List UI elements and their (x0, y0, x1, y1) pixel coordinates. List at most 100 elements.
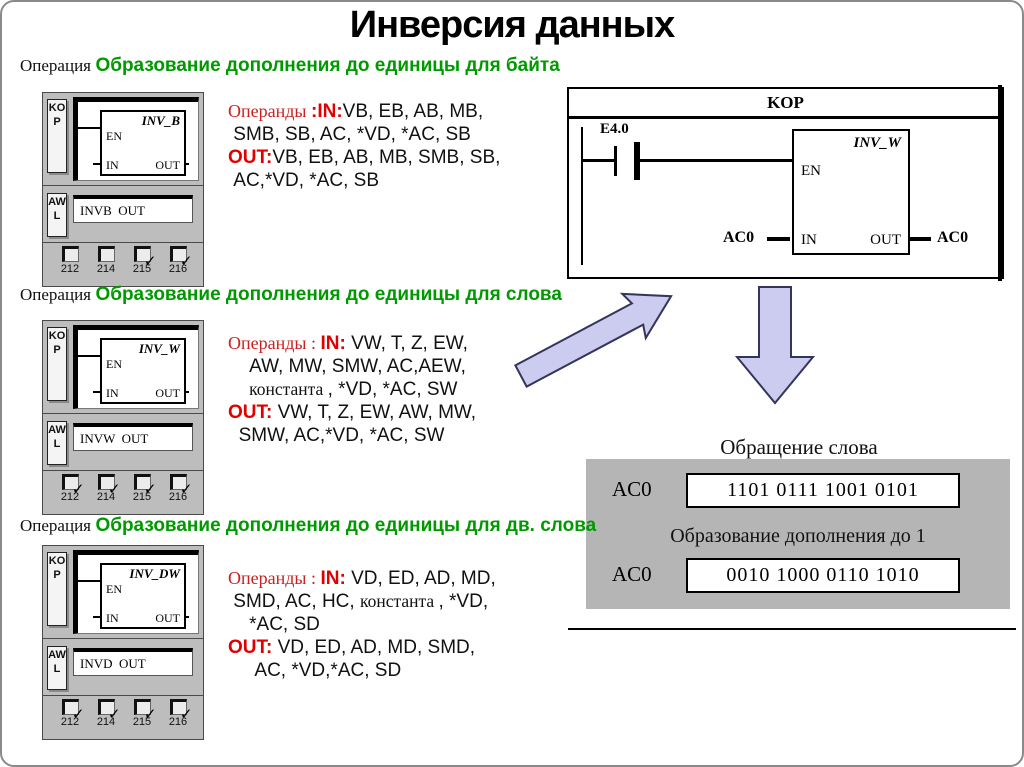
operand-text-segment: OUT (228, 402, 266, 423)
operand-text-segment: VW, T, Z, EW, AW, MW, SMW, AC,*VD, *AC, … (238, 402, 477, 446)
en-wire (78, 355, 100, 357)
contact-bar-right (634, 142, 640, 180)
awl-instruction: INVB OUT (73, 195, 193, 223)
cpu-212: ✓ 212 (55, 246, 85, 286)
ladder-header: KOP (569, 89, 1002, 119)
cpu-214: ✓ 214 (91, 474, 121, 514)
complement-caption: Образование дополнения до 1 (670, 525, 926, 547)
kop-canvas: INV_W EN IN OUT (73, 325, 199, 409)
out-label: OUT (155, 386, 180, 400)
cpu-212: ✓ 212 (55, 474, 85, 514)
wire-segment (640, 159, 792, 162)
kop-tab: KOP (47, 552, 67, 626)
section-1-heading: Операция Образование дополнения до едини… (20, 55, 560, 77)
operation-label: Операция (20, 56, 91, 75)
check-icon: ✓ (71, 706, 85, 723)
instruction-block: INV_B EN IN OUT (100, 110, 186, 176)
checkbox: ✓ (133, 699, 157, 723)
memory-row-after: AC0 0010 1000 0110 1010 (586, 558, 1010, 593)
in-operand: AC0 (723, 229, 755, 246)
in-label: IN (106, 386, 119, 400)
section-2-heading: Операция Образование дополнения до едини… (20, 284, 562, 306)
cpu-number: 216 (168, 491, 188, 503)
awl-tab: AWL (47, 421, 67, 465)
awl-row: AWL INVW OUT (43, 414, 203, 471)
ladder-network: E4.0 INV_W EN IN OUT AC0 AC0 (569, 119, 1002, 275)
operand-text-segment: IN (320, 568, 340, 589)
check-icon: ✓ (143, 706, 157, 723)
checkbox: ✓ (169, 699, 193, 723)
checkbox: ✓ (97, 246, 115, 262)
in-label: IN (106, 158, 119, 172)
cpu-214: ✓ 214 (91, 699, 121, 739)
operand-text-segment: OUT: (228, 147, 273, 168)
operand-text-segment: :IN: (311, 101, 343, 122)
check-icon: ✓ (179, 706, 193, 723)
operands-word: Операнды : IN: VW, T, Z, EW, AW, MW, SMW… (228, 332, 548, 447)
plc-panel-dword: KOP INV_DW EN IN OUT AWL INVD OUT ✓ 212 (42, 545, 204, 740)
operands-dword: Операнды : IN: VD, ED, AD, MD, SMD, AC, … (228, 567, 558, 682)
operand-text-segment: VD, ED, AD, MD, SMD, AC, *VD,*AC, SD (254, 637, 476, 681)
word-value-before: 1101 0111 1001 0101 (686, 473, 960, 508)
plc-panel-byte: KOP INV_B EN IN OUT AWL INVB OUT ✓ 212 (42, 92, 204, 287)
check-icon: ✓ (71, 481, 85, 498)
operand-text-segment: Операнды (228, 101, 311, 121)
section-3-heading: Операция Образование дополнения до едини… (20, 515, 596, 537)
en-label: EN (106, 129, 122, 143)
out-label: OUT (155, 611, 180, 625)
cpu-compatibility-row: ✓ 212 ✓ 214 ✓ 215 ✓ 216 (43, 243, 203, 286)
block-name: INV_DW (129, 566, 180, 581)
cpu-compatibility-row: ✓ 212 ✓ 214 ✓ 215 ✓ 216 (43, 696, 203, 739)
cpu-number: 212 (60, 263, 80, 275)
cpu-216: ✓ 216 (163, 699, 193, 739)
cpu-number: 214 (96, 491, 116, 503)
en-wire (78, 580, 100, 582)
out-label: OUT (870, 232, 901, 248)
accumulator-label: AC0 (612, 477, 652, 501)
operand-text-segment: VB, EB, AB, MB, SMB, SB, AC,*VD, *AC, SB (233, 147, 501, 191)
wire-segment (581, 159, 614, 162)
checkbox: ✓ (61, 474, 85, 498)
cpu-number: 214 (96, 263, 116, 275)
in-tick (93, 391, 100, 393)
operand-text-segment: VD, ED, AD, MD, SMD, AC, HC, (233, 568, 496, 612)
kop-canvas: INV_B EN IN OUT (73, 97, 199, 181)
checkbox: ✓ (97, 474, 121, 498)
operand-text-segment: Операнды : (228, 568, 321, 588)
checkbox: ✓ (169, 246, 193, 270)
en-label: EN (801, 163, 821, 179)
operand-text-segment: , *VD, *AC, SD (249, 591, 489, 635)
awl-row: AWL INVD OUT (43, 639, 203, 696)
operation-name: Образование дополнения до единицы для сл… (95, 284, 562, 305)
contact-label: E4.0 (600, 121, 629, 137)
cpu-number: 212 (60, 491, 80, 503)
cpu-215: ✓ 215 (127, 246, 157, 286)
in-tick (93, 163, 100, 165)
cpu-number: 215 (132, 263, 152, 275)
plc-panel-word: KOP INV_W EN IN OUT AWL INVW OUT ✓ 212 (42, 320, 204, 515)
arrow-down-icon (735, 286, 816, 405)
separator-line (568, 628, 1016, 630)
en-label: EN (106, 357, 122, 371)
in-tick (93, 616, 100, 618)
check-icon: ✓ (143, 481, 157, 498)
memory-row-before: AC0 1101 0111 1001 0101 (586, 473, 1010, 508)
cpu-number: 216 (168, 716, 188, 728)
checkbox: ✓ (61, 699, 85, 723)
memory-box: AC0 1101 0111 1001 0101 Образование допо… (586, 459, 1010, 609)
kop-row: KOP INV_W EN IN OUT (43, 321, 203, 414)
awl-tab: AWL (47, 193, 67, 237)
operands-byte: Операнды :IN: VB, EB, AB, MB, SMB, SB, AC… (228, 100, 558, 192)
cpu-number: 212 (60, 716, 80, 728)
kop-tab: KOP (47, 99, 67, 173)
block-name: INV_W (853, 135, 901, 151)
in-label: IN (801, 232, 817, 248)
operand-text-segment: константа (249, 379, 328, 399)
operation-label: Операция (20, 285, 91, 304)
cpu-215: ✓ 215 (127, 699, 157, 739)
cpu-number: 215 (132, 491, 152, 503)
operand-text-segment: VW, T, Z, EW, AW, MW, SMW, AC,AEW, (249, 333, 468, 377)
kop-tab: KOP (47, 327, 67, 401)
awl-instruction: INVW OUT (73, 423, 193, 451)
ladder-diagram: KOP E4.0 INV_W EN IN OUT AC0 AC0 (567, 87, 1004, 279)
